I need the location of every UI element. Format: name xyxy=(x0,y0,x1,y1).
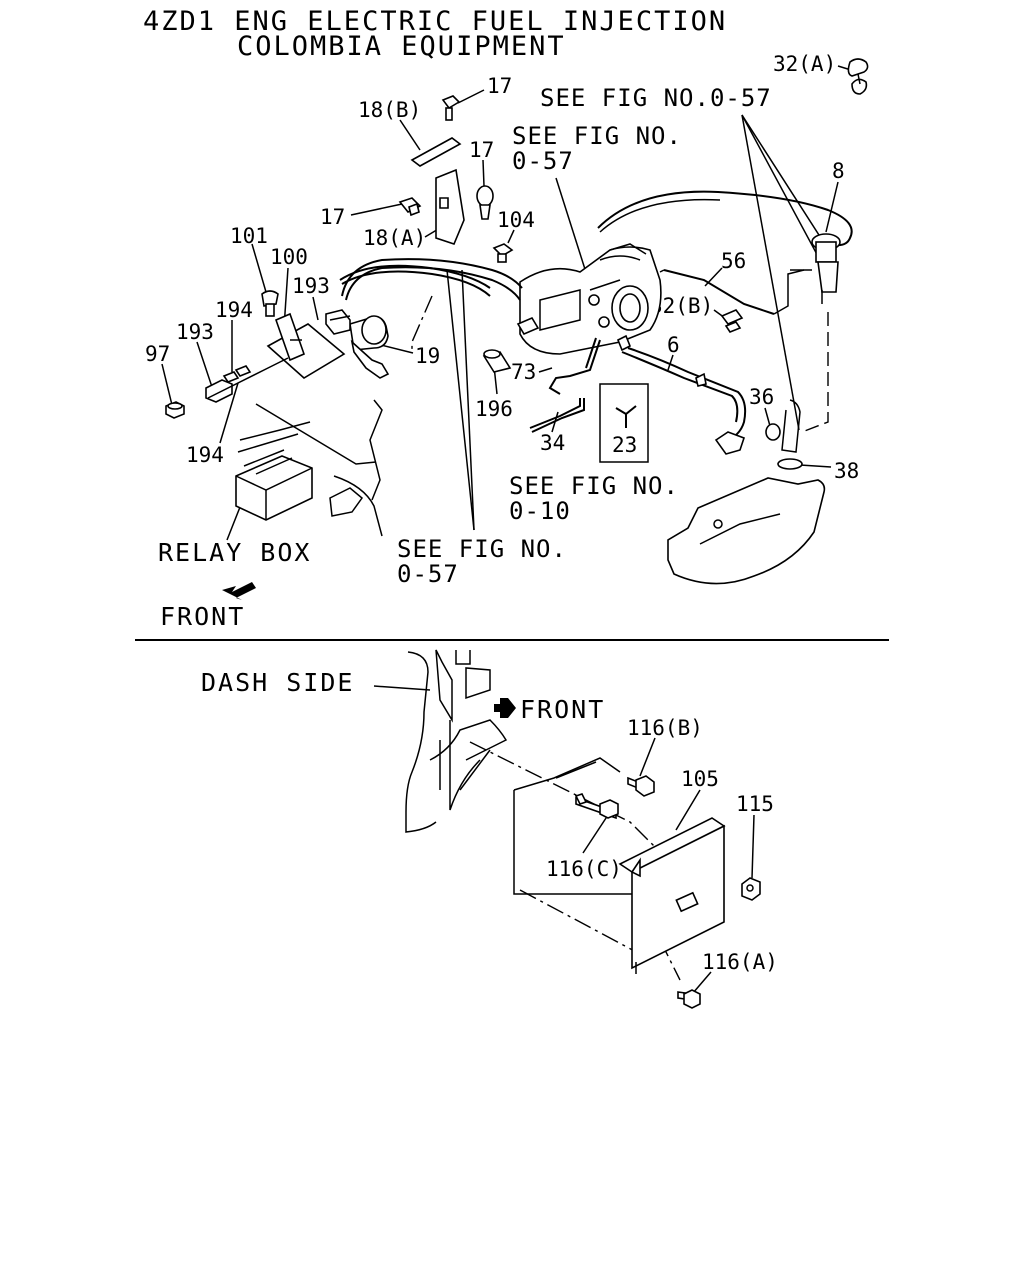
sleeve-196 xyxy=(482,349,512,373)
callout-6: 6 xyxy=(667,333,680,357)
callout-100: 100 xyxy=(270,245,308,269)
callout-105: 105 xyxy=(681,767,719,791)
callout-56: 56 xyxy=(721,249,746,273)
callout-104: 104 xyxy=(497,208,535,232)
see-fig-057-middle-line2: 0-57 xyxy=(512,147,574,175)
relay-box-caption: RELAY BOX xyxy=(158,538,311,567)
hose-8 xyxy=(597,190,853,304)
callout-23: 23 xyxy=(612,433,637,457)
callout-115: 115 xyxy=(736,792,774,816)
dash-side-caption: DASH SIDE xyxy=(201,668,354,697)
callout-194-bottom: 194 xyxy=(186,443,224,467)
see-fig-010-line2: 0-10 xyxy=(509,497,571,525)
callout-116a: 116(A) xyxy=(702,950,778,974)
relay-box xyxy=(235,449,313,521)
callout-17-mid: 17 xyxy=(469,138,494,162)
callout-38: 38 xyxy=(834,459,859,483)
callout-73: 73 xyxy=(511,360,536,384)
hose-38 xyxy=(777,312,829,470)
valve-19 xyxy=(325,309,390,379)
callout-36: 36 xyxy=(749,385,774,409)
stud-116c xyxy=(574,793,619,820)
callout-116b: 116(B) xyxy=(627,716,703,740)
callout-196: 196 xyxy=(475,397,513,421)
callout-34: 34 xyxy=(540,431,565,455)
relay-wiring xyxy=(237,399,383,537)
callout-17-top: 17 xyxy=(487,74,512,98)
diagram-title-line2: COLOMBIA EQUIPMENT xyxy=(237,31,566,62)
callout-numbers: 32(A) 17 18(B) 17 17 18(A) 104 8 101 100… xyxy=(145,52,859,974)
callout-32a: 32(A) xyxy=(773,52,836,76)
fuel-hoses xyxy=(339,258,523,352)
front-arrow-upper xyxy=(222,582,256,600)
front-caption-upper: FRONT xyxy=(160,602,245,631)
hose-6 xyxy=(616,334,747,455)
bolt-104 xyxy=(492,243,514,263)
see-fig-057-bottom-line2: 0-57 xyxy=(397,560,459,588)
see-fig-057-bottom-line1: SEE FIG NO. xyxy=(397,535,567,563)
clip-32a xyxy=(847,58,869,95)
callout-116c: 116(C) xyxy=(546,857,622,881)
callout-19: 19 xyxy=(415,344,440,368)
throttle-body xyxy=(516,243,662,355)
pipe-56 xyxy=(659,269,805,315)
bolt-101 xyxy=(261,290,279,317)
callout-17-left: 17 xyxy=(320,205,345,229)
pipe-73 xyxy=(548,337,601,395)
part-23-box xyxy=(599,383,649,463)
callout-18b: 18(B) xyxy=(358,98,421,122)
nut-115 xyxy=(741,877,761,901)
callout-18a: 18(A) xyxy=(363,226,426,250)
dash-side-panel xyxy=(405,649,508,833)
ecu-105 xyxy=(618,817,726,974)
clip-32b xyxy=(720,309,744,333)
bolt-97 xyxy=(165,401,185,419)
bracket-100 xyxy=(266,312,346,379)
bolt-116b xyxy=(627,775,655,797)
diagram-title-line1: 4ZD1 ENG ELECTRIC FUEL INJECTION xyxy=(143,6,727,37)
see-fig-057-middle-line1: SEE FIG NO. xyxy=(512,122,682,150)
engine-cover xyxy=(667,477,826,585)
see-fig-057-top-right: SEE FIG NO.0-57 xyxy=(540,84,772,112)
clamp-193 xyxy=(205,357,289,403)
callout-97: 97 xyxy=(145,342,170,366)
callout-193-left: 193 xyxy=(176,320,214,344)
bracket-18 xyxy=(398,95,494,245)
callout-8: 8 xyxy=(832,159,845,183)
see-fig-010-line1: SEE FIG NO. xyxy=(509,472,679,500)
front-arrow-lower xyxy=(494,698,516,718)
bolt-116a xyxy=(677,989,701,1009)
pipe-34 xyxy=(529,398,585,433)
callout-193-top: 193 xyxy=(292,274,330,298)
front-caption-lower: FRONT xyxy=(520,695,605,724)
callout-101: 101 xyxy=(230,224,268,248)
callout-194-top: 194 xyxy=(215,298,253,322)
grommet-36 xyxy=(765,423,781,441)
